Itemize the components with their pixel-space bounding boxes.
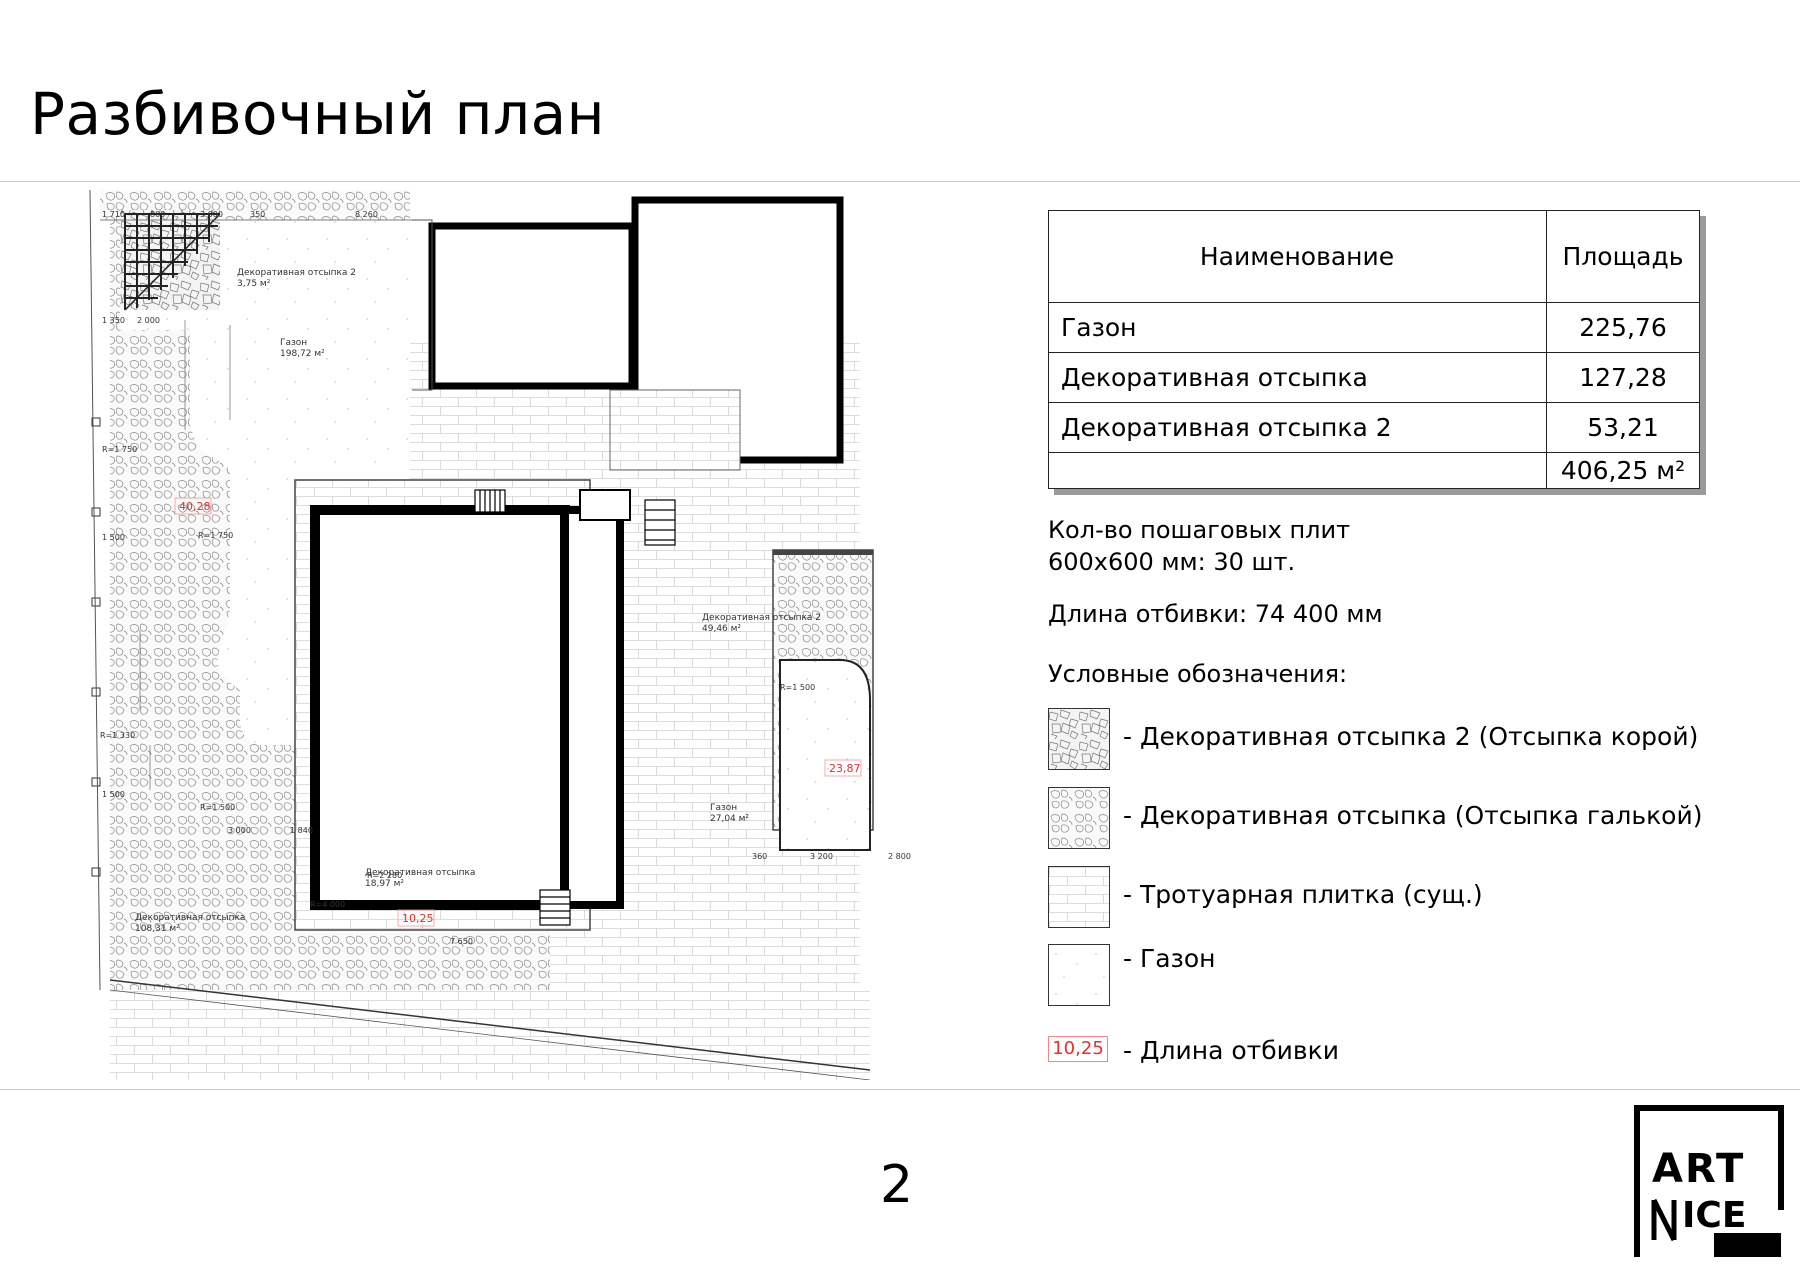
area-label-6: Газон	[710, 803, 737, 813]
pebble-swatch-icon	[1048, 787, 1110, 849]
dim-top-2: 800	[150, 210, 165, 219]
dim-top-4: 350	[250, 210, 265, 219]
table-header-name: Наименование	[1048, 210, 1547, 303]
tile-swatch-icon	[1048, 866, 1110, 928]
plates-count: Кол-во пошаговых плит 600х600 мм: 30 шт.	[1048, 514, 1350, 578]
dim-r1500-a: R=1 500	[200, 803, 235, 812]
area-label-3: Декоративная отсыпка	[365, 868, 475, 878]
dim-1840: 1 840	[290, 826, 313, 835]
table-header-area: Площадь	[1546, 210, 1700, 303]
site-plan-drawing: Декоративная отсыпка 2 3,75 м² Газон 198…	[89, 190, 911, 1080]
table-cell-area: 127,28	[1546, 352, 1700, 403]
dim-1350: 1 350	[102, 316, 125, 325]
dim-r2280: R=2 280	[367, 871, 402, 880]
area-value-1: 3,75 м²	[237, 279, 271, 289]
dim-r1750-a: R=1 750	[102, 445, 137, 454]
dim-r4000: R=4 000	[310, 900, 345, 909]
table-row: Декоративная отсыпка 2 53,21	[1048, 402, 1700, 453]
dim-r1750-b: R=1 750	[198, 531, 233, 540]
table-cell-area: 53,21	[1546, 402, 1700, 453]
table-cell-name: Газон	[1048, 302, 1547, 353]
area-label-4: Декоративная отсыпка	[135, 913, 245, 923]
legend-label: - Декоративная отсыпка 2 (Отсыпка корой)	[1123, 722, 1699, 751]
plates-line-1: Кол-во пошаговых плит	[1048, 516, 1351, 544]
logo-line-2: ICE	[1682, 1195, 1746, 1236]
dim-top-5: 8 260	[355, 210, 378, 219]
top-divider	[0, 181, 1800, 182]
table-row: Декоративная отсыпка 127,28	[1048, 352, 1700, 403]
edge-mark-3: 23,87	[829, 762, 861, 775]
area-value-6: 27,04 м²	[710, 814, 749, 824]
dim-2000: 2 000	[137, 316, 160, 325]
area-label-5: Декоративная отсыпка 2	[702, 613, 821, 623]
area-value-4: 108,31 м²	[135, 924, 180, 934]
dim-360-a: 360	[752, 852, 767, 861]
bark-swatch-icon	[1048, 708, 1110, 770]
dim-7650: 7 650	[450, 937, 473, 946]
edge-mark-1: 40,28	[179, 500, 211, 513]
plates-line-2: 600х600 мм: 30 шт.	[1048, 548, 1296, 576]
dim-top-3: 3 000	[200, 210, 223, 219]
legend-title: Условные обозначения:	[1048, 660, 1348, 688]
table-total-value: 406,25 м²	[1546, 452, 1700, 489]
logo-line-1: ART	[1652, 1146, 1745, 1192]
dim-3200-b: 3 200	[810, 852, 833, 861]
dim-1500-b: 1 500	[102, 790, 125, 799]
table-total-row: 406,25 м²	[1048, 452, 1700, 489]
legend-label: - Длина отбивки	[1123, 1036, 1339, 1065]
dim-top-1: 1 710	[102, 210, 125, 219]
edge-length-total: Длина отбивки: 74 400 мм	[1048, 600, 1383, 628]
table-row: Газон 225,76	[1048, 302, 1700, 353]
table-cell-name: Декоративная отсыпка	[1048, 352, 1547, 403]
table-cell-area: 225,76	[1546, 302, 1700, 353]
area-value-5: 49,46 м²	[702, 624, 741, 634]
edge-mark-2: 10,25	[402, 912, 434, 925]
legend-label: - Декоративная отсыпка (Отсыпка галькой)	[1123, 801, 1703, 830]
area-table: Наименование Площадь Газон 225,76 Декора…	[1048, 210, 1700, 489]
dim-2800: 2 800	[888, 852, 911, 861]
area-value-3: 18,97 м²	[365, 879, 404, 889]
dim-r1500-b: R=1 500	[780, 683, 815, 692]
legend-label: - Газон	[1123, 944, 1216, 973]
grass-swatch-icon	[1048, 944, 1110, 1006]
dim-3000: 3 000	[228, 826, 251, 835]
table-cell-name: Декоративная отсыпка 2	[1048, 402, 1547, 453]
dim-1500-a: 1 500	[102, 533, 125, 542]
artnice-logo-icon: ART ICE	[1634, 1105, 1784, 1257]
legend-label: - Тротуарная плитка (сущ.)	[1123, 880, 1483, 909]
bottom-divider	[0, 1089, 1800, 1090]
area-value-2: 198,72 м²	[280, 349, 325, 359]
dim-r1330: R=1 330	[100, 731, 135, 740]
edge-sample: 10,25	[1048, 1036, 1108, 1062]
table-total-label	[1048, 452, 1547, 489]
area-label-2: Газон	[280, 338, 307, 348]
page-number: 2	[880, 1155, 914, 1215]
page-title: Разбивочный план	[30, 80, 606, 148]
area-label-1: Декоративная отсыпка 2	[237, 268, 356, 278]
